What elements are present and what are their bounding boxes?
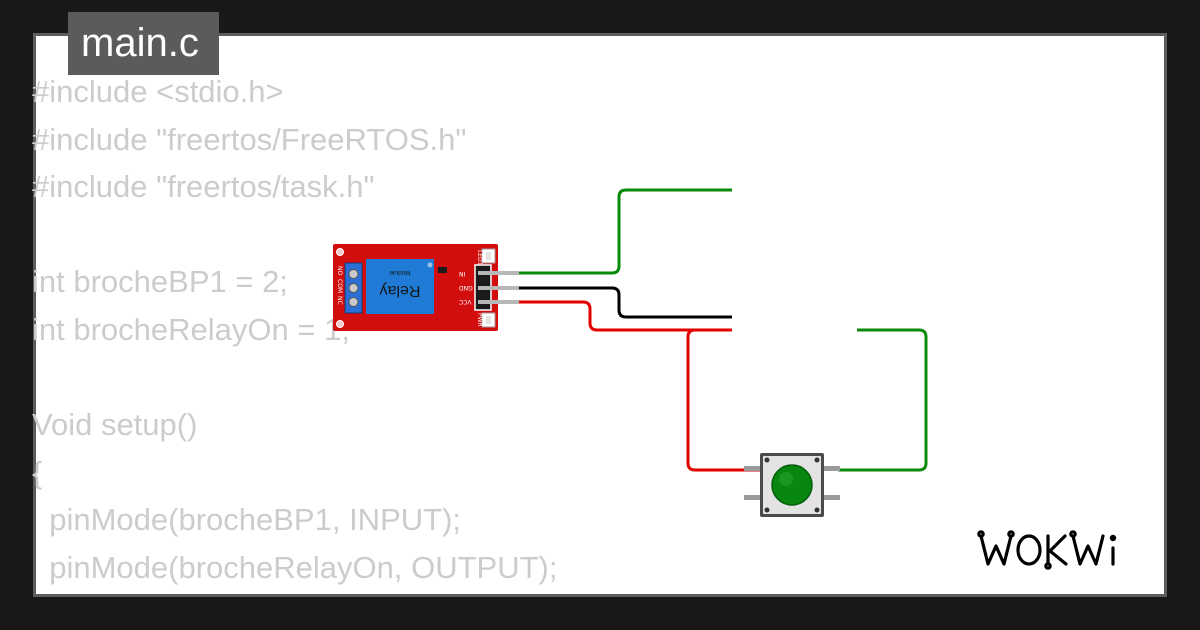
terminal-label-no: NO bbox=[336, 266, 343, 275]
pwr-label: PWR bbox=[476, 313, 483, 327]
code-line: Void setup() bbox=[32, 407, 198, 443]
code-background: #include <stdio.h> #include "freertos/Fr… bbox=[32, 68, 557, 592]
wire-green-button[interactable] bbox=[838, 328, 928, 472]
button-cap[interactable] bbox=[771, 464, 813, 506]
pin-label-gnd: GND bbox=[459, 284, 473, 291]
file-tab[interactable]: main.c bbox=[68, 12, 219, 75]
code-line: #include <stdio.h> bbox=[32, 74, 284, 109]
terminal-label-com: COM bbox=[336, 279, 343, 293]
wire-black-ground[interactable] bbox=[518, 286, 732, 319]
pushbutton[interactable] bbox=[744, 453, 840, 517]
code-line: int brocheRelayOn = 1; bbox=[32, 311, 350, 347]
preview-card bbox=[33, 33, 1167, 597]
code-line: { bbox=[32, 454, 43, 490]
code-line: int brocheBP1 = 2; bbox=[32, 264, 288, 300]
wokwi-logo bbox=[977, 530, 1117, 570]
relay-title: Relay bbox=[380, 282, 421, 299]
terminal-label-nc: NC bbox=[336, 296, 343, 305]
code-line: #include "freertos/task.h" bbox=[32, 169, 375, 205]
pin-label-vcc: VCC bbox=[459, 298, 471, 305]
pin-gnd[interactable] bbox=[478, 286, 519, 290]
pin-in[interactable] bbox=[478, 271, 519, 275]
led1-label: LED1 bbox=[476, 250, 483, 266]
wire-red-button[interactable] bbox=[686, 328, 760, 472]
wire-green-signal[interactable] bbox=[518, 188, 732, 275]
relay-body bbox=[366, 259, 434, 314]
relay-subtitle: Module bbox=[389, 269, 411, 276]
code-line: pinMode(brocheRelayOn, OUTPUT); bbox=[32, 549, 558, 585]
relay-module[interactable]: NO COM NC Relay Module LED1 PWR IN GND V… bbox=[333, 244, 519, 331]
code-line: pinMode(brocheBP1, INPUT); bbox=[32, 502, 462, 538]
pin-vcc[interactable] bbox=[478, 300, 519, 304]
wire-red-power[interactable] bbox=[518, 300, 732, 332]
pin-label-in: IN bbox=[459, 270, 465, 277]
code-line: #include "freertos/FreeRTOS.h" bbox=[32, 121, 467, 157]
